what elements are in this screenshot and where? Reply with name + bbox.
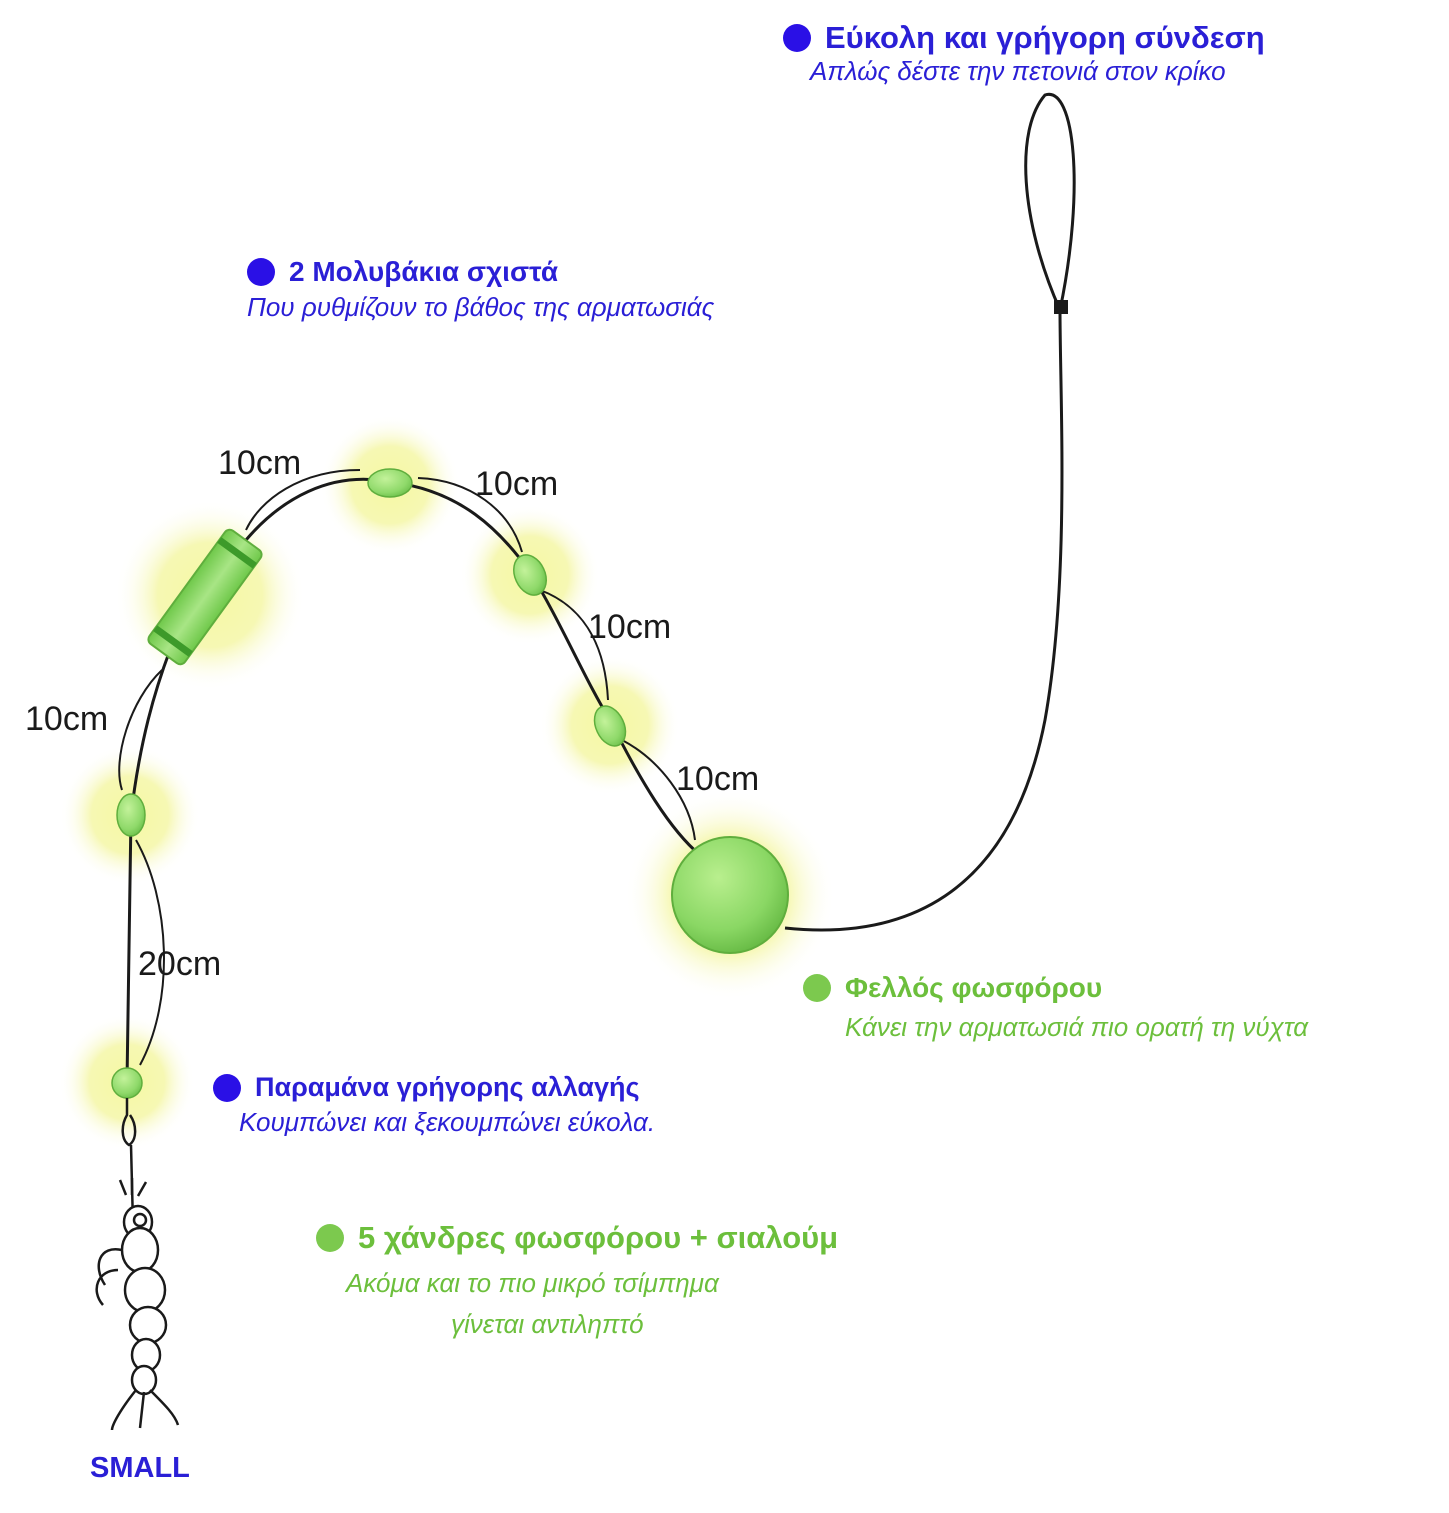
- dim-label-top-right: 10cm: [475, 465, 558, 503]
- bead-icon: [593, 705, 627, 747]
- note-desc: Κάνει την αρματωσιά πιο ορατή τη νύχτα: [845, 1012, 1309, 1042]
- note-connection: Εύκολη και γρήγορη σύνδεση Απλώς δέστε τ…: [783, 20, 1265, 87]
- note-float: Φελλός φωσφόρου Κάνει την αρματωσιά πιο …: [803, 972, 1308, 1043]
- note-desc: Κουμπώνει και ξεκουμπώνει εύκολα.: [239, 1107, 656, 1137]
- bullet-icon: [803, 974, 831, 1002]
- note-title: Εύκολη και γρήγορη σύνδεση: [825, 20, 1265, 55]
- dimension-arcs: [118, 469, 696, 1066]
- note-snap: Παραμάνα γρήγορης αλλαγής Κουμπώνει και …: [213, 1072, 655, 1138]
- bead-icon: [367, 468, 413, 498]
- sinker-icon: [147, 528, 263, 666]
- bead-icon: [116, 793, 146, 837]
- note-beads: 5 χάνδρες φωσφόρου + σιαλούμ Ακόμα και τ…: [316, 1220, 838, 1340]
- dim-label-left-upper: 10cm: [25, 700, 108, 738]
- dim-label-middle-right: 10cm: [588, 608, 671, 646]
- dim-label-left-lower: 20cm: [138, 945, 221, 983]
- note-title: 5 χάνδρες φωσφόρου + σιαλούμ: [358, 1220, 839, 1255]
- bullet-icon: [213, 1073, 241, 1102]
- fishing-line-upper: [784, 309, 1064, 932]
- bead-icon: [111, 1067, 143, 1099]
- note-desc: Ακόμα και το πιο μικρό τσίμπημα: [346, 1268, 719, 1298]
- note-title: Παραμάνα γρήγορης αλλαγής: [255, 1072, 640, 1102]
- dim-label-top-left: 10cm: [218, 444, 301, 482]
- knot-icon: [1054, 300, 1068, 314]
- bullet-icon: [783, 24, 811, 52]
- dim-label-lower-right: 10cm: [676, 760, 759, 798]
- line-loop-icon: [1024, 92, 1076, 311]
- shrimp-icon: [95, 1178, 180, 1431]
- size-label: SMALL: [90, 1452, 190, 1484]
- note-desc: Που ρυθμίζουν το βάθος της αρματωσιάς: [247, 292, 715, 322]
- note-title: Φελλός φωσφόρου: [845, 972, 1103, 1003]
- note-desc: Απλώς δέστε την πετονιά στον κρίκο: [810, 56, 1226, 86]
- note-title: 2 Μολυβάκια σχιστά: [289, 256, 559, 287]
- glow-beads: [111, 468, 627, 1099]
- note-desc: γίνεται αντιληπτό: [451, 1309, 644, 1339]
- float-icon: [671, 836, 789, 954]
- bead-icon: [513, 554, 547, 596]
- note-sinkers: 2 Μολυβάκια σχιστά Που ρυθμίζουν το βάθο…: [247, 256, 714, 323]
- bullet-icon: [316, 1224, 344, 1252]
- bullet-icon: [247, 258, 275, 286]
